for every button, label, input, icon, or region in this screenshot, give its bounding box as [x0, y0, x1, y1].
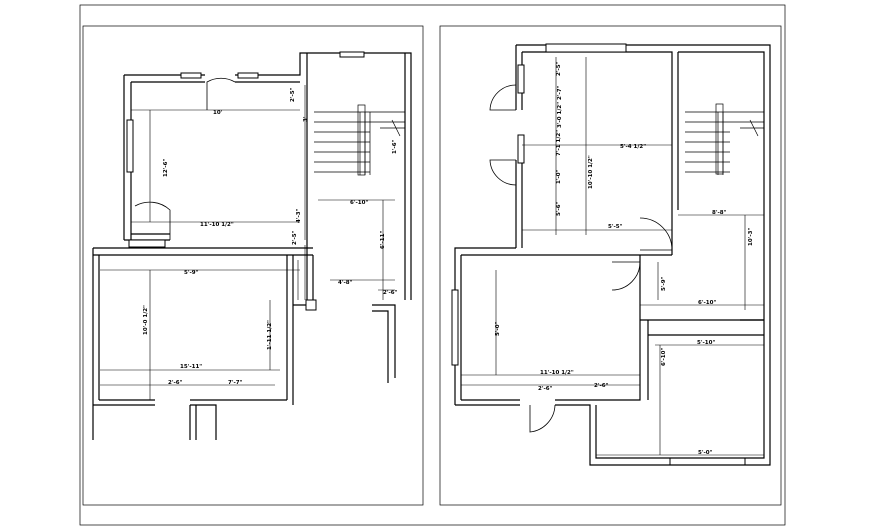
left-dimension-lines: [100, 85, 395, 400]
left-dim-7: 2'-5": [292, 230, 298, 245]
right-dim-8: 5'-4 1/2": [620, 144, 646, 150]
left-dim-17: 7'-7": [228, 380, 243, 386]
left-dim-16: 2'-6": [383, 290, 398, 296]
left-dim-10: 6'-11": [380, 231, 386, 249]
right-window-west-2: [517, 134, 525, 164]
left-dim-1: 2'-5": [290, 87, 296, 102]
left-lower-room-walls: [92, 247, 396, 440]
left-plan-frame: [82, 25, 424, 506]
left-dim-4: 12'-6": [163, 159, 169, 177]
left-dim-15: 4'-8": [338, 280, 353, 286]
right-dim-2: 2'-7": [557, 85, 563, 100]
left-staircase: [314, 104, 405, 176]
left-dim-2: 10': [213, 110, 223, 116]
left-dim-6: 4'-3": [296, 208, 302, 223]
right-dim-19: 6'-10": [661, 348, 667, 366]
right-dim-20: 5'-0": [698, 450, 713, 456]
right-door-arc-5: [529, 404, 556, 433]
right-door-arc-1: [489, 84, 517, 111]
left-dim-9: 6'-10": [350, 200, 368, 206]
right-dim-16: 6'-10": [698, 300, 716, 306]
left-dim-5: 11'-10 1/2": [200, 222, 234, 228]
right-dim-5: 1'-0": [556, 169, 562, 184]
right-door-arc-2: [489, 159, 517, 186]
right-dim-15: 5'-0": [495, 321, 501, 336]
left-window-lower-east: [305, 299, 317, 311]
right-dim-12: 11'-10 1/2": [540, 370, 574, 376]
right-dim-14: 2'-6": [594, 383, 609, 389]
right-dim-9: 5'-5": [608, 224, 623, 230]
right-window-west-1: [517, 64, 525, 94]
left-window-west: [126, 119, 134, 173]
right-dim-18: 5'-9": [661, 276, 667, 291]
right-floor-plan: 2'-5" 2'-7" 3'-0 1/2" 7'-1 1/2" 1'-0" 5'…: [451, 43, 771, 466]
left-dim-8: 1'-6": [392, 139, 398, 154]
right-dim-11: 10'-3": [748, 228, 754, 246]
left-dim-14: 1'-11 1/2": [267, 320, 273, 350]
right-dim-1: 2'-5": [556, 61, 562, 76]
left-dim-13: 15'-11": [180, 364, 202, 370]
right-dim-7: 10'-10 1/2": [588, 155, 594, 189]
right-dim-10: 8'-8": [712, 210, 727, 216]
right-window-bottom: [669, 457, 746, 466]
right-dim-6: 5'-6": [556, 201, 562, 216]
right-dim-13: 2'-6": [538, 386, 553, 392]
right-door-arc-4: [611, 261, 641, 291]
left-window-top-2: [237, 72, 259, 79]
right-window-lower-west: [451, 289, 459, 366]
left-door-arc-1: [206, 77, 236, 110]
right-door-arc-3: [639, 217, 673, 251]
right-dim-3: 3'-0 1/2": [557, 102, 563, 128]
left-dim-3: 3': [303, 116, 309, 122]
right-dim-4: 7'-1 1/2": [556, 130, 562, 156]
right-staircase: [685, 103, 764, 175]
left-dim-11: 5'-9": [184, 270, 199, 276]
right-dim-17: 5'-10": [697, 340, 715, 346]
left-door-arc-2: [134, 201, 171, 240]
right-plan-frame: [439, 25, 782, 506]
left-dim-18: 2'-6": [168, 380, 183, 386]
left-dim-12: 10'-0 1/2": [143, 305, 149, 335]
left-floor-plan: 2'-5" 10' 3' 12'-6" 11'-10 1/2" 4'-3" 2'…: [92, 51, 412, 440]
right-window-top: [545, 43, 627, 53]
right-dimension-lines: [461, 57, 764, 456]
left-window-lower-entry: [128, 239, 166, 248]
right-lower-walls: [455, 319, 771, 466]
left-window-stair: [339, 51, 365, 58]
left-window-top-1: [180, 72, 202, 79]
sheet-border: [79, 4, 786, 526]
